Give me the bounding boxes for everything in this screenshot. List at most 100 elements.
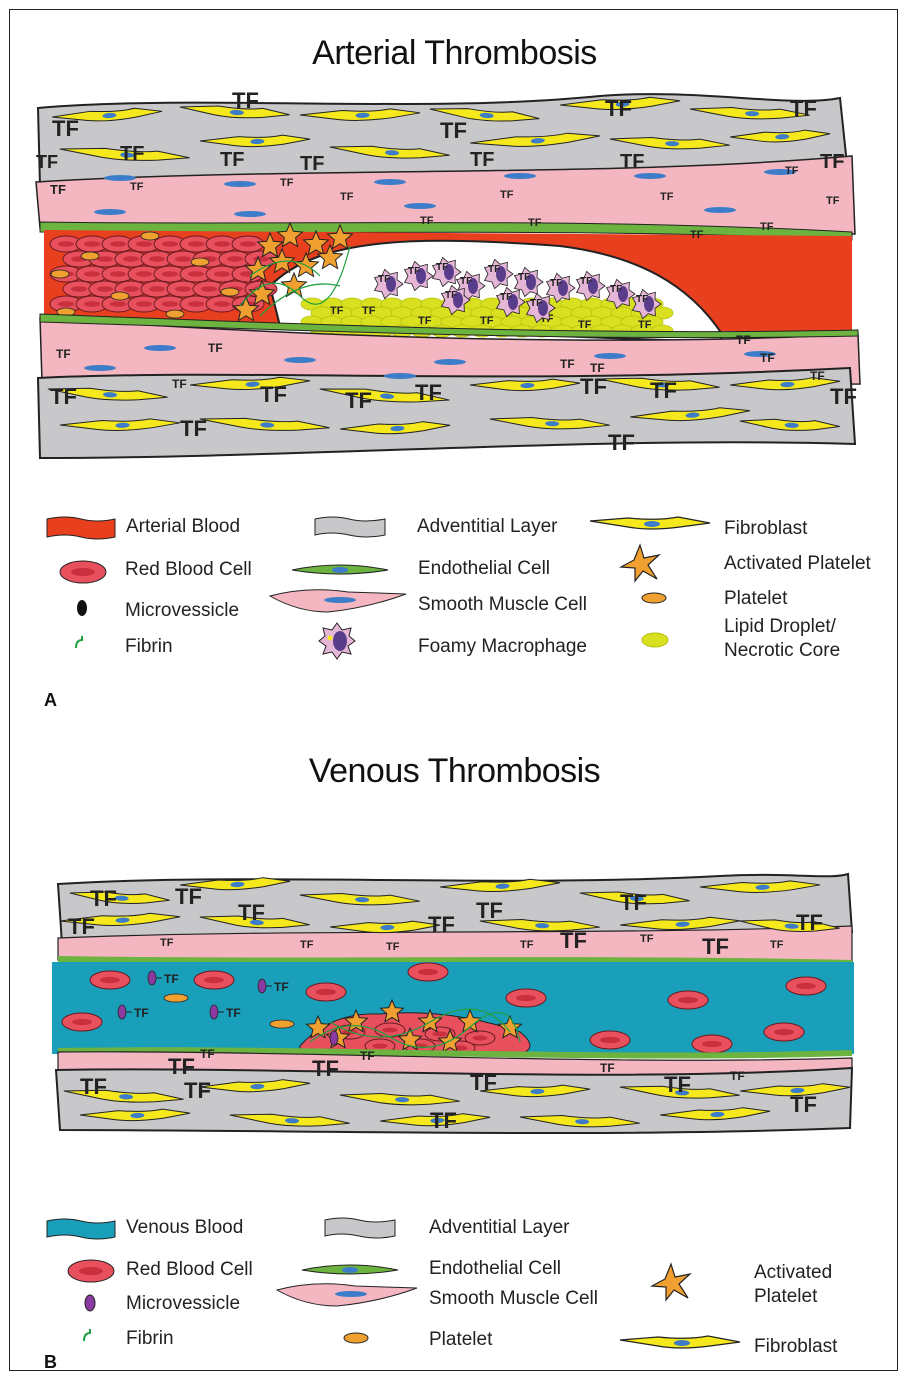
legend-red-blood-cell: Red Blood Cell [126,1258,253,1282]
microvesicle [118,1005,126,1019]
endothelial-cell-icon [300,1262,400,1278]
legend-smooth-muscle-cell: Smooth Muscle Cell [429,1287,598,1311]
legend-foamy-macrophage: Foamy Macrophage [418,635,587,659]
tf-label: TF [500,189,514,201]
tf-label: TF [200,1047,215,1061]
tf-label: TF [408,266,420,277]
tf-label: TF [56,347,71,361]
tf-label: TF [378,274,390,285]
adventitial-layer-swatch [323,1216,397,1240]
legend-fibroblast: Fibroblast [754,1335,837,1359]
red-blood-cell [692,1035,732,1053]
legend-endothelial-cell: Endothelial Cell [429,1257,561,1281]
tf-label: TF [300,153,324,175]
tf-label: TF [360,1049,375,1063]
arterial-vessel-diagram: TF TF TF TF TF TF TF TF TF TF TF TF TF TF TF TF TF TF TF T… [0,86,909,556]
red-blood-cell-icon [58,558,108,586]
tf-label: TF [172,377,187,391]
tf-label: TF [238,900,265,925]
tf-label: TF [208,341,223,355]
tf-label: TF [636,294,648,305]
tf-label: TF [820,151,844,173]
microvesicle [210,1005,218,1019]
tf-label: TF [120,143,144,165]
tf-label: TF [220,149,244,171]
microvesicle [330,1031,338,1045]
red-blood-cell-icon [66,1257,116,1285]
foamy-macrophage-icon [318,622,356,660]
tf-label: TF [600,1061,615,1075]
panel-a-letter: A [44,690,57,711]
platelet [164,994,188,1002]
tf-label: TF [345,388,372,413]
legend-fibrin: Fibrin [126,1327,174,1351]
tf-label: TF [415,380,442,405]
tf-label: TF [480,315,494,327]
red-blood-cell [668,991,708,1009]
tf-label: TF [690,229,704,241]
legend-fibrin: Fibrin [125,635,173,659]
tf-label: TF [660,191,674,203]
arterial-blood-swatch [45,515,117,541]
legend-microvesicle: Microvessicle [125,599,239,623]
tf-label: TF [702,934,729,959]
tf-label: TF [578,319,592,331]
tf-label: TF [80,1074,107,1099]
platelet [270,1020,294,1028]
legend-smooth-muscle-cell: Smooth Muscle Cell [418,593,587,617]
red-blood-cell [62,1013,102,1031]
tf-label: TF [520,939,534,951]
endothelial-cell-icon [290,562,390,578]
smc-nucleus [704,207,736,213]
red-blood-cell [590,1031,630,1049]
tf-label: TF [168,1054,195,1079]
legend-fibroblast: Fibroblast [724,517,807,541]
tf-label: TF [440,118,467,143]
platelet [111,292,129,300]
red-blood-cell [786,977,826,995]
legend-lipid-droplet: Lipid Droplet/ Necrotic Core [724,615,840,663]
tf-label: TF [340,191,354,203]
tf-label: TF [418,315,432,327]
red-blood-cell [194,971,234,989]
venous-vessel-diagram: TFTFTFTF TFTFTFTFTFTFTFTFTFTFTFTFTFTFTFT… [0,862,909,1142]
venous-blood-swatch [45,1217,117,1241]
activated-platelet-icon [648,1262,694,1302]
tf-label: TF [638,319,652,331]
platelet-icon [342,1330,370,1346]
smc-nucleus [94,209,126,215]
fibrin-icon [80,1327,96,1347]
smc-nucleus [224,181,256,187]
fibroblast-icon [588,515,713,533]
tf-label: TF [420,215,434,227]
microvesicle [258,979,266,993]
tf-label: TF [810,369,825,383]
platelet [51,270,69,278]
tf-label: TF [300,939,314,951]
tf-label: TF [232,88,259,113]
tf-label: TF [436,262,448,273]
tf-label: TF [608,430,635,455]
tf-label: TF [160,937,174,949]
tf-label: TF [445,290,457,301]
red-blood-cell [90,971,130,989]
tf-label: TF [530,298,542,309]
tf-label: TF [470,149,494,171]
smooth-muscle-cell-icon [275,1280,420,1310]
legend-microvesicle: Microvessicle [126,1292,240,1316]
legend-platelet: Platelet [724,587,787,611]
smc-nucleus [504,173,536,179]
platelet [141,232,159,240]
panel-b-letter: B [44,1352,57,1373]
tf-label: TF [260,382,287,407]
adventitial-layer-swatch [313,515,387,539]
tf-label: TF [184,1078,211,1103]
tf-label: TF [664,1072,691,1097]
tf-label: TF [386,941,400,953]
microvesicle-icon [75,598,89,618]
fibroblast-icon [618,1334,743,1352]
platelet-icon [640,590,668,606]
smc-nucleus [404,203,436,209]
tf-label: TF [736,333,751,347]
tf-label: TF [620,890,647,915]
